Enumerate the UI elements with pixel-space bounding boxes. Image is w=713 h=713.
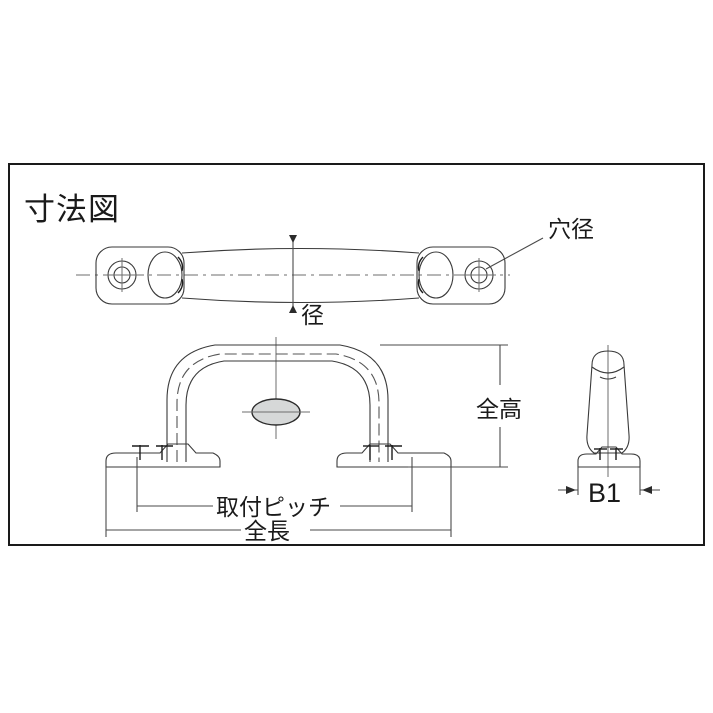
b1-arrow-right	[642, 486, 652, 494]
plan-left-bar-root-oval	[147, 251, 183, 299]
bar-diameter-arrow-top	[289, 235, 297, 243]
plan-right-base-pad	[416, 246, 506, 305]
plan-right-bar-root-oval	[418, 251, 454, 299]
arch-hidden-centerline	[176, 353, 380, 462]
drawing-frame: 寸法図	[8, 163, 705, 546]
plan-bar-top-edge	[181, 247, 420, 254]
arch-outer-profile	[166, 344, 389, 462]
hole-diameter-label: 穴径	[548, 217, 594, 243]
end-view-base-plate	[577, 446, 641, 468]
plan-right-root-fillet-bottom	[417, 278, 424, 294]
plan-left-base-pad	[95, 246, 185, 305]
plan-bar-bottom-edge	[181, 297, 420, 304]
end-view-grip-body	[586, 350, 630, 454]
hole-diameter-leader-line	[485, 237, 544, 270]
b1-label: B1	[588, 478, 621, 508]
overall-length-label: 全長	[244, 519, 290, 544]
mounting-pitch-label: 取付ピッチ	[216, 495, 331, 521]
elevation-view: 全高 取付ピッチ 全長	[105, 337, 522, 544]
bar-diameter-label: 径	[301, 303, 324, 329]
overall-height-label: 全高	[476, 397, 522, 423]
elevation-left-base-plate	[105, 443, 221, 468]
bar-diameter-arrow-bottom	[289, 305, 297, 313]
technical-drawing-svg: 寸法図	[24, 192, 660, 544]
plan-view: 穴径 径	[76, 217, 594, 329]
page-title: 寸法図	[24, 192, 120, 228]
end-view-top-cap-arc	[591, 366, 625, 374]
arch-inner-profile	[185, 360, 371, 462]
end-view: B1	[558, 345, 660, 508]
plan-left-root-fillet-bottom	[177, 278, 184, 294]
end-view-top-cap-inner-arc	[599, 376, 617, 380]
b1-arrow-left	[566, 486, 576, 494]
elevation-right-base-plate	[336, 443, 452, 468]
plan-left-root-fillet-top	[177, 256, 184, 272]
plan-right-root-fillet-top	[417, 256, 424, 272]
